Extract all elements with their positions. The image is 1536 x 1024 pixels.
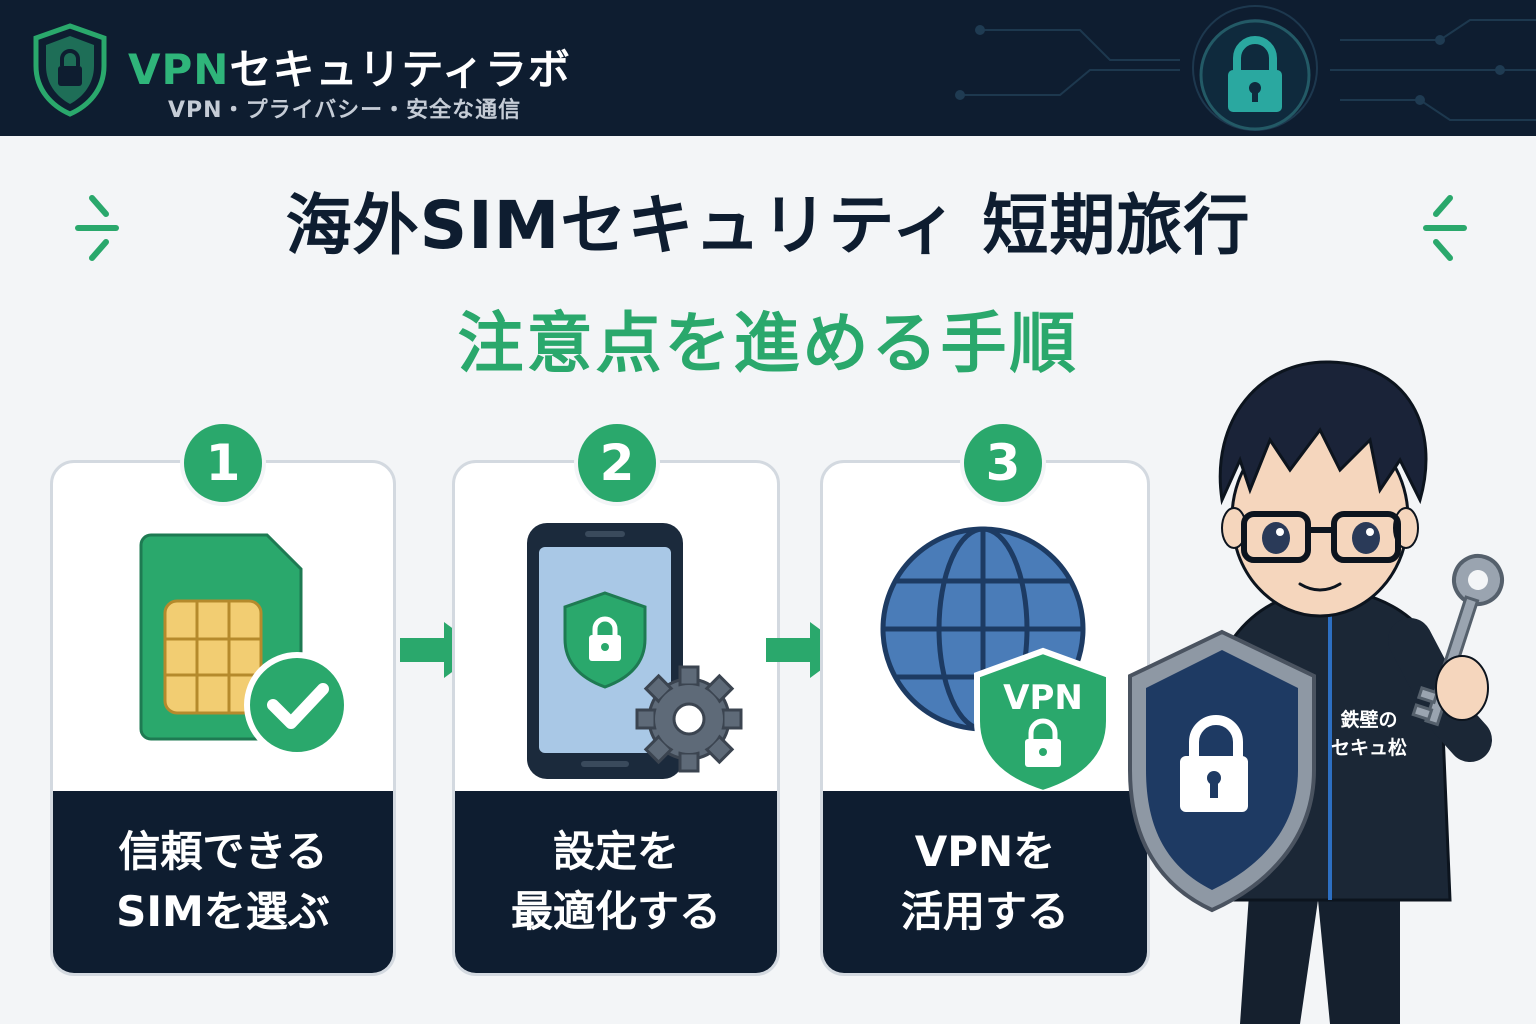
brand-accent: VPN: [128, 45, 230, 94]
step-caption-3-line2: 活用する: [900, 887, 1069, 936]
tagline: VPN・プライバシー・安全な通信: [168, 98, 522, 123]
step-number-badge-2: 2: [574, 420, 660, 506]
jacket-label-line1: 鉄壁の: [1340, 709, 1398, 731]
circuit-pattern-decoration: [955, 5, 1536, 131]
step-caption-1-line1: 信頼できる: [118, 827, 328, 876]
step-caption-1-line2: SIMを選ぶ: [116, 887, 330, 936]
brand-name: VPNセキュリティラボ: [128, 36, 571, 97]
sparkle-left-decoration: [75, 195, 119, 261]
page-title: 海外SIMセキュリティ 短期旅行: [285, 187, 1251, 264]
jacket-label: 鉄壁の セキュ松: [1324, 706, 1414, 762]
brand-rest: セキュリティラボ: [229, 45, 571, 94]
header-bar: VPNセキュリティラボ VPN・プライバシー・安全な通信: [0, 0, 1536, 136]
step-caption-1: 信頼できる SIMを選ぶ: [53, 791, 393, 973]
vpn-badge-text: VPN: [1003, 678, 1083, 718]
globe-vpn-shield-icon: VPN: [880, 526, 1112, 797]
mascot-character-illustration: [1128, 360, 1504, 1024]
step-card-1: 信頼できる SIMを選ぶ: [50, 460, 396, 976]
step-caption-2-line1: 設定を: [552, 827, 679, 876]
step-card-2: 設定を 最適化する: [452, 460, 780, 976]
step-caption-2-line2: 最適化する: [510, 887, 721, 936]
step-number-badge-1: 1: [180, 420, 266, 506]
step-caption-3: VPNを 活用する: [823, 791, 1147, 973]
step-caption-2: 設定を 最適化する: [455, 791, 777, 973]
padlock-icon: [1199, 19, 1311, 131]
phone-shield-gear-icon: [527, 523, 743, 779]
step-number-badge-3: 3: [960, 420, 1046, 506]
jacket-label-line2: セキュ松: [1330, 737, 1407, 759]
sim-card-check-icon: [139, 533, 350, 758]
page-subtitle: 注意点を進める手順: [457, 305, 1079, 382]
step-caption-3-line1: VPNを: [914, 827, 1056, 876]
sparkle-right-decoration: [1423, 195, 1467, 261]
shield-lock-logo-icon: [33, 23, 107, 117]
step-card-3: VPN VPNを 活用する: [820, 460, 1150, 976]
